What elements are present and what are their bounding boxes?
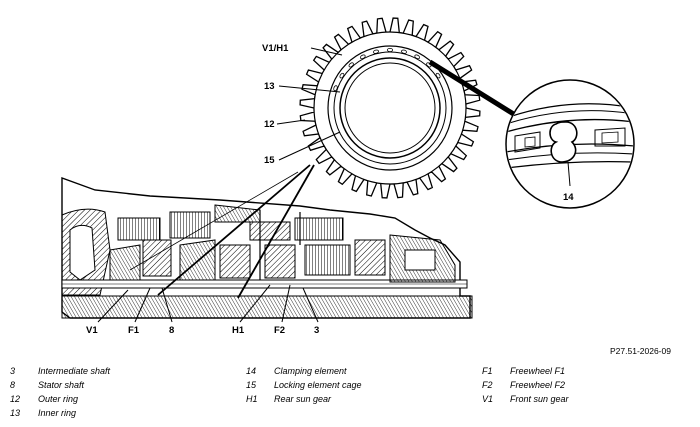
clamping-element-mark [414,54,421,60]
detail-magnifier [428,59,635,209]
leader-lines [97,47,571,323]
callout-12: 12 [264,119,275,130]
clamping-element-mark [333,85,338,92]
callout-3: 3 [314,325,319,336]
callout-f1: F1 [128,325,140,336]
callout-v1: V1 [86,325,98,336]
callout-8: 8 [169,325,174,336]
clamping-element-mark [401,49,407,54]
clamping-elements [333,48,441,92]
clamping-element-mark [359,54,366,60]
figure-reference-code: P27.51-2026-09 [610,346,671,356]
freewheel-ring-gear [299,17,481,199]
clamping-element-mark [339,72,345,79]
clamping-element-mark [386,48,393,53]
callout-13: 13 [264,81,275,92]
callout-v1h1: V1/H1 [262,43,289,54]
transmission-section [61,177,473,319]
callout-15: 15 [264,155,275,166]
clamping-element-mark [435,72,441,79]
clamping-element-mark [373,49,379,54]
callout-labels: V1/H1 13 12 15 14 V1 F1 8 H1 F2 3 [86,43,574,336]
callout-14: 14 [563,192,574,203]
callout-h1: H1 [232,325,245,336]
clamping-element-mark [348,62,354,68]
callout-f2: F2 [274,325,285,336]
